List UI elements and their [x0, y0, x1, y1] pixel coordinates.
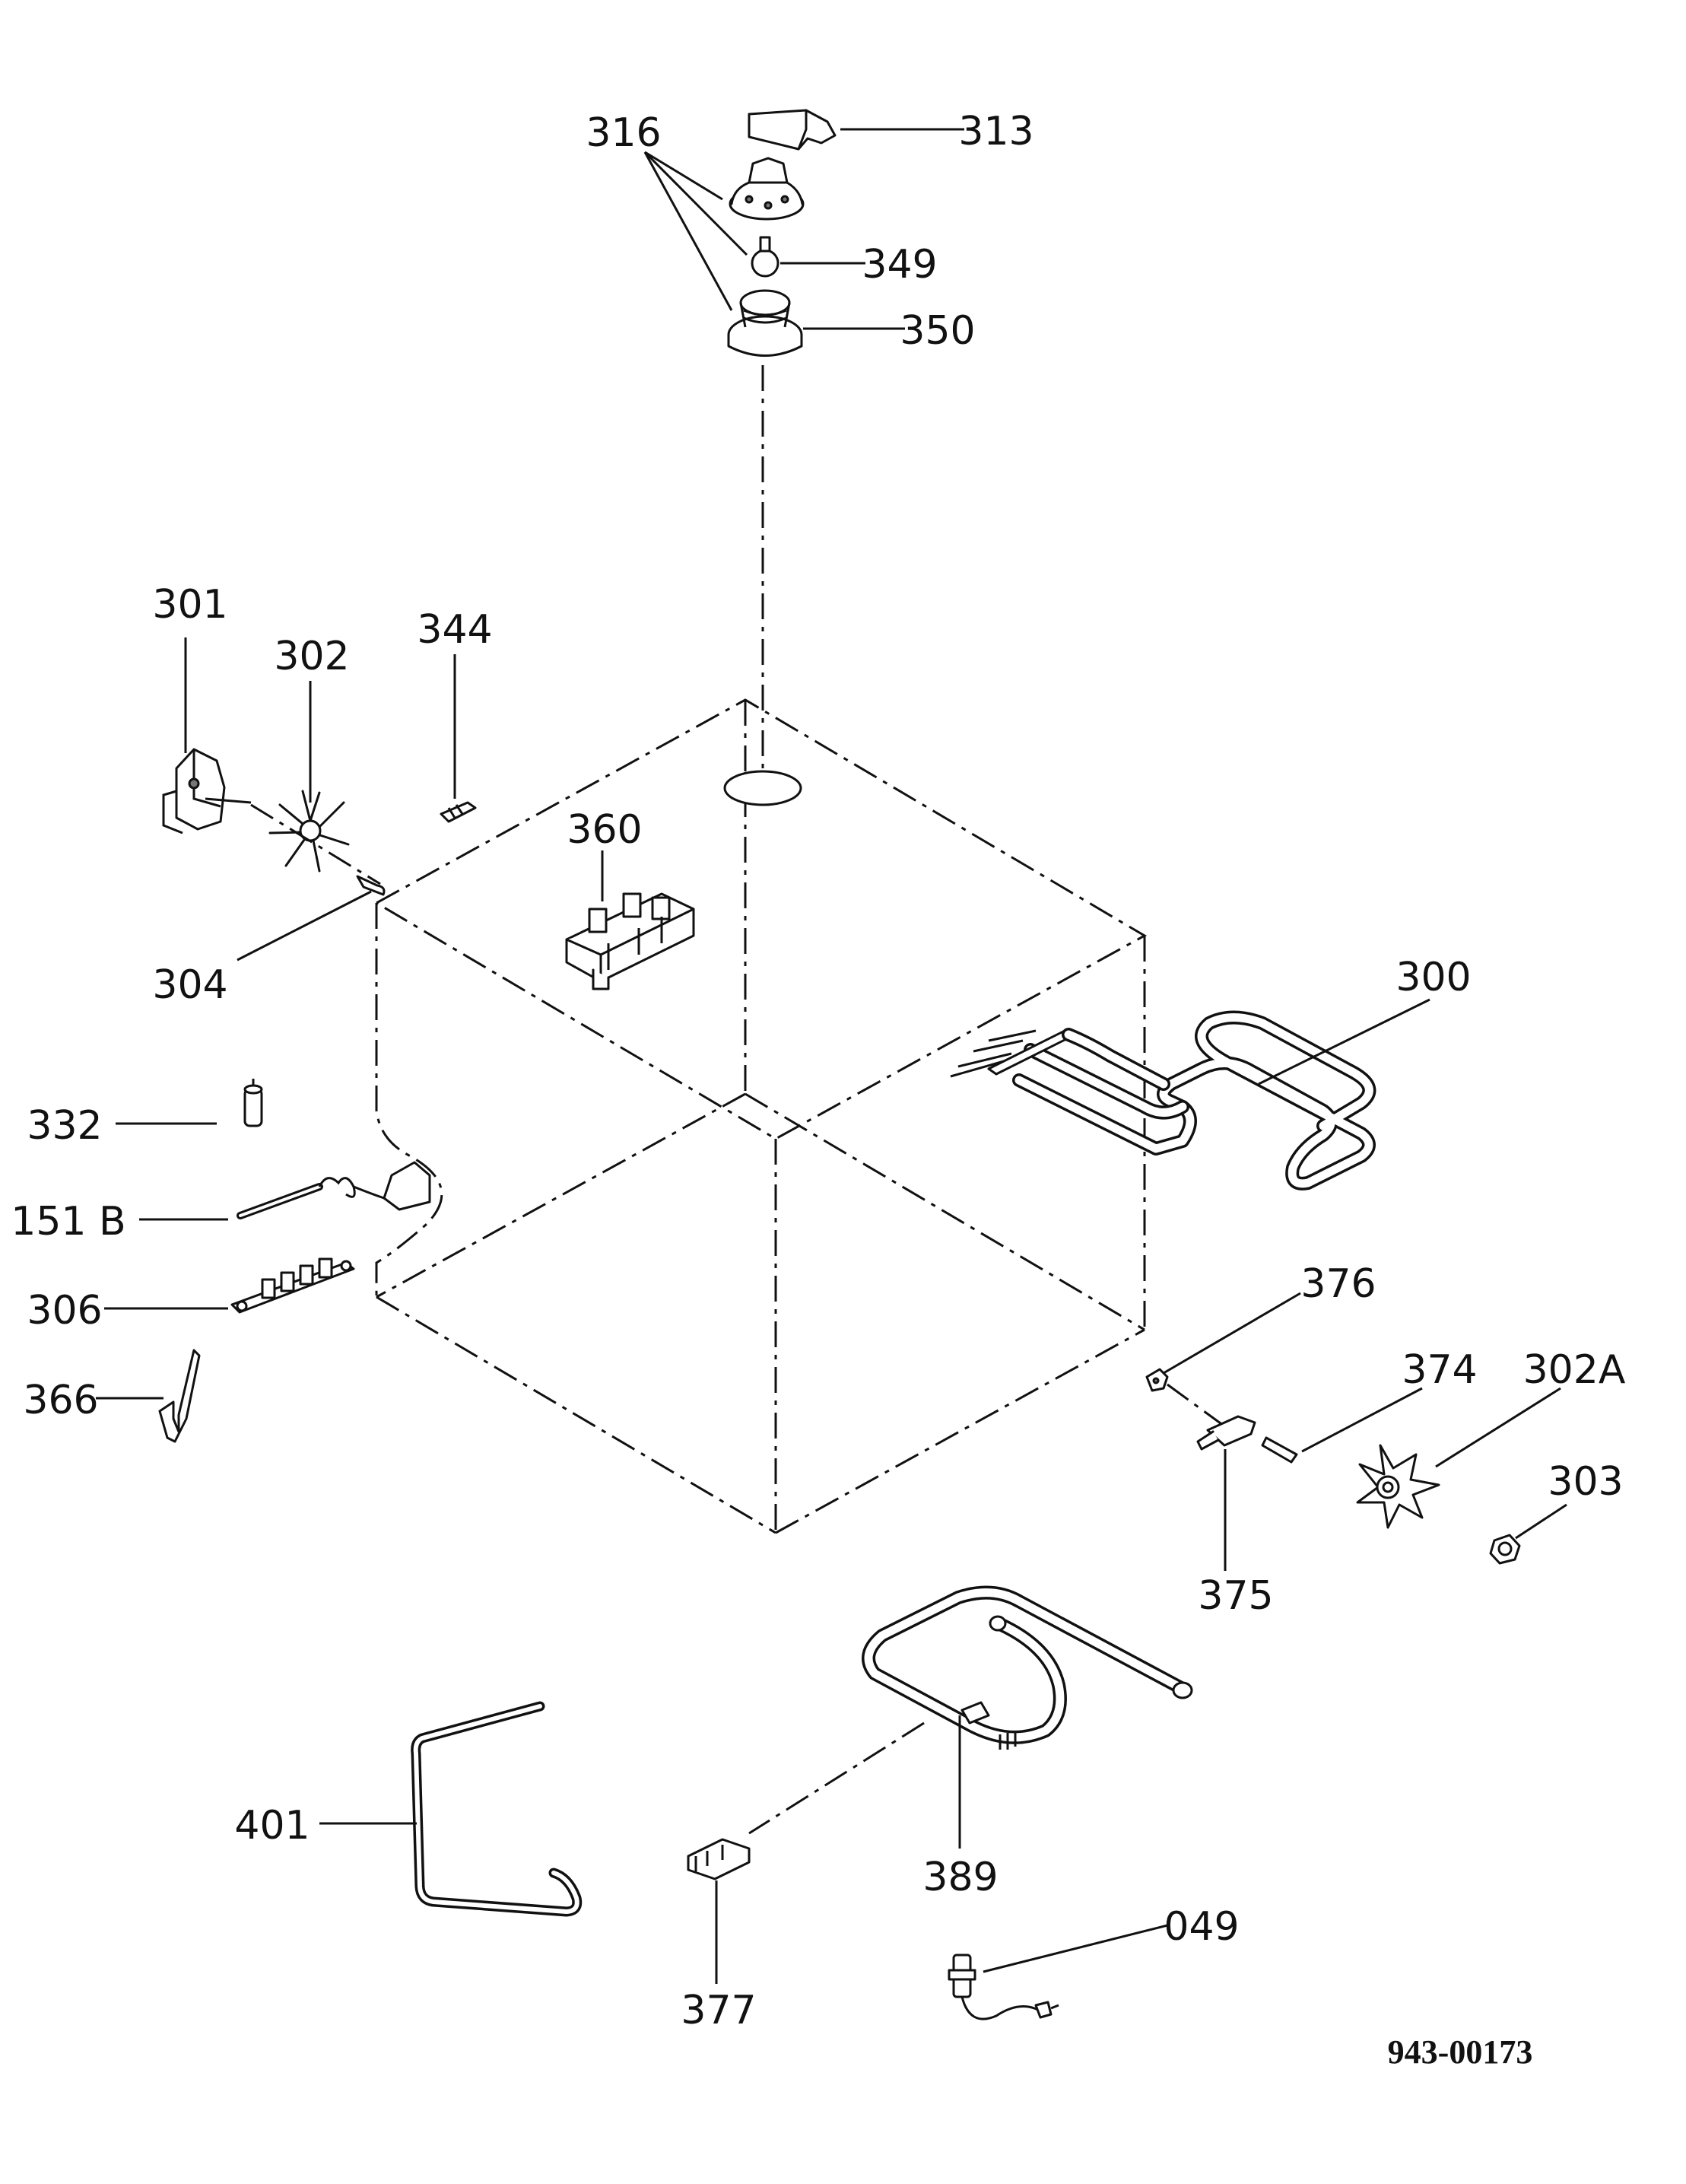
- part-401-rod: [411, 1701, 583, 1917]
- part-366-bracket: [158, 1349, 201, 1443]
- leader-316c: [643, 151, 733, 311]
- part-375-bracket: [1196, 1415, 1256, 1451]
- part-049-sensor: [948, 1954, 1059, 2020]
- part-302a-fan-wheel: [1356, 1444, 1440, 1529]
- axis-389-377: [748, 1721, 925, 1835]
- leader-316a: [644, 151, 723, 201]
- fan-axis: [250, 803, 381, 885]
- part-374-screw: [1261, 1436, 1298, 1464]
- part-377-clip: [687, 1838, 751, 1880]
- leader-376: [1163, 1292, 1301, 1375]
- part-389-lower-element: [862, 1585, 1193, 1750]
- label-151b: 151 B: [11, 1199, 125, 1245]
- oven-cavity-box: [375, 698, 1148, 1534]
- part-344-clip: [440, 801, 477, 823]
- label-375: 375: [1198, 1573, 1273, 1619]
- label-389: 389: [922, 1855, 998, 1900]
- label-302: 302: [274, 634, 349, 679]
- leader-049: [983, 1924, 1168, 1973]
- leader-302a: [1435, 1387, 1561, 1468]
- part-350-lamp-holder: [727, 289, 803, 357]
- part-301-fan-motor: [162, 748, 252, 834]
- part-332-capacitor: [243, 1079, 263, 1127]
- label-350: 350: [900, 308, 975, 354]
- leader-303: [1515, 1503, 1567, 1540]
- lamp-hole: [723, 770, 802, 806]
- part-306-terminal-block: [230, 1257, 355, 1314]
- label-366: 366: [23, 1378, 98, 1423]
- label-301: 301: [152, 582, 227, 628]
- part-300-grill-element: [950, 1010, 1376, 1191]
- label-377: 377: [681, 1988, 756, 2033]
- leader-316b: [643, 151, 748, 256]
- label-316: 316: [586, 110, 661, 156]
- label-332: 332: [27, 1103, 102, 1149]
- part-376-clip: [1145, 1368, 1169, 1392]
- label-306: 306: [27, 1288, 102, 1334]
- label-349: 349: [862, 242, 937, 288]
- label-401: 401: [234, 1803, 310, 1849]
- label-344: 344: [417, 607, 492, 653]
- label-049: 049: [1164, 1904, 1239, 1950]
- part-313-lamp-cover: [748, 109, 837, 151]
- label-303: 303: [1548, 1459, 1623, 1505]
- leader-300: [1258, 998, 1430, 1086]
- leader-304: [237, 890, 372, 962]
- part-316-lamp-knob: [729, 157, 805, 221]
- part-360-selector-switch: [565, 892, 695, 990]
- part-304-shaft-sleeve: [356, 875, 386, 896]
- label-304: 304: [152, 962, 227, 1008]
- part-303-nut: [1489, 1534, 1521, 1565]
- label-313: 313: [958, 109, 1034, 154]
- part-151b-thermostat-probe: [237, 1161, 431, 1219]
- label-302a: 302A: [1523, 1347, 1626, 1393]
- label-300: 300: [1395, 955, 1471, 1000]
- part-302-fan-blade: [268, 790, 350, 873]
- label-374: 374: [1402, 1347, 1477, 1393]
- diagram-reference-number: 943-00173: [1388, 2033, 1533, 2071]
- leader-374: [1301, 1387, 1423, 1453]
- label-360: 360: [567, 807, 642, 853]
- label-376: 376: [1300, 1261, 1376, 1307]
- part-349-lamp-bulb: [751, 236, 779, 278]
